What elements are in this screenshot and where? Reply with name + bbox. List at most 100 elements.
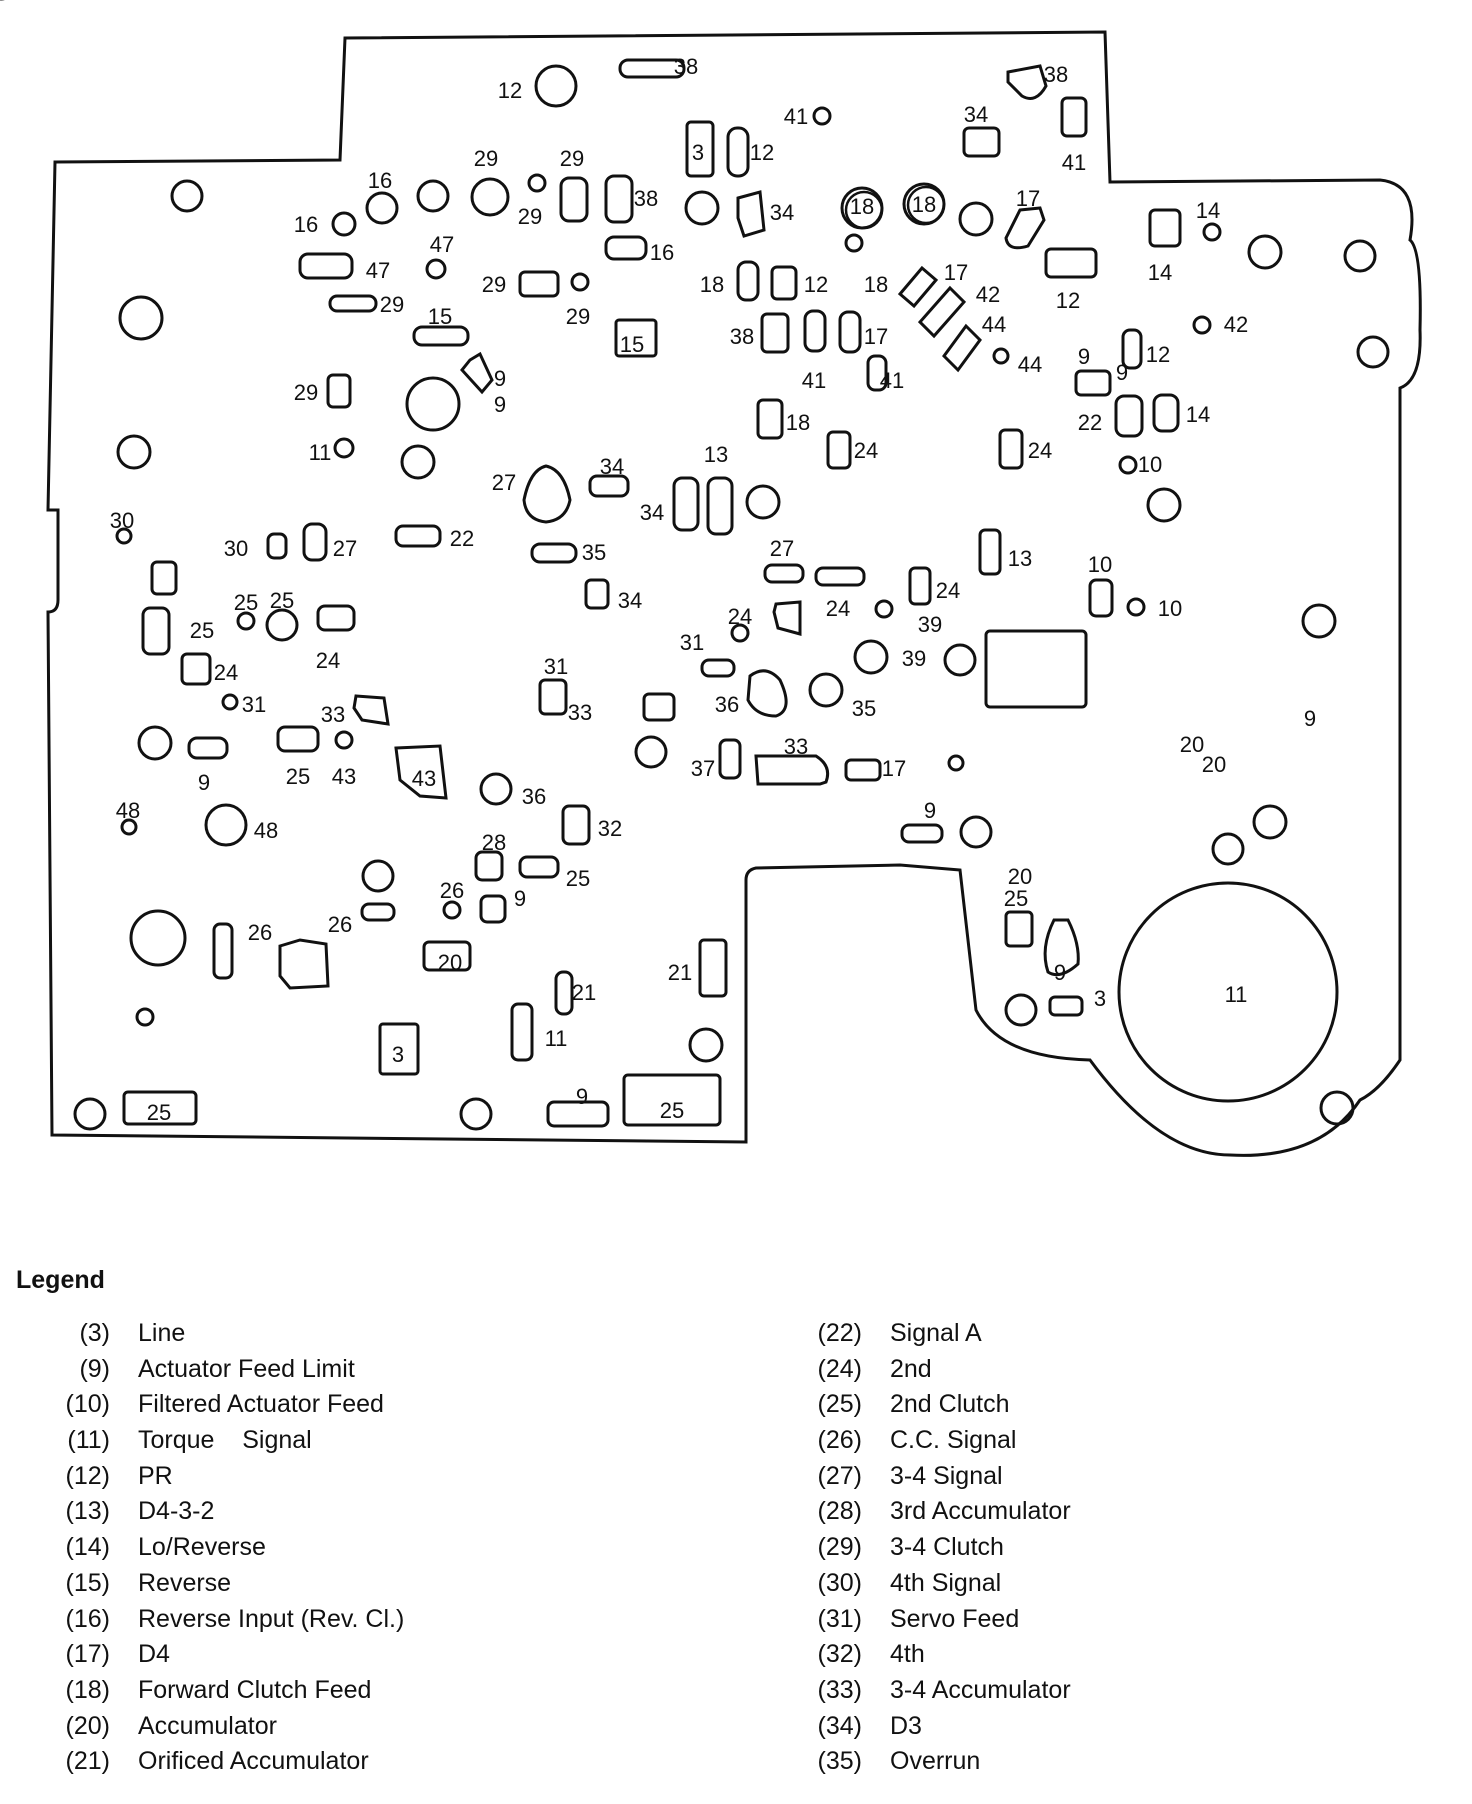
- port-circle: [1343, 239, 1377, 273]
- slot: [604, 174, 634, 224]
- legend-code: (17): [65, 1640, 110, 1669]
- callout-label: 25: [660, 1098, 684, 1123]
- legend-code: (26): [817, 1426, 862, 1455]
- port-circle: [73, 1097, 107, 1131]
- legend-code: (10): [65, 1390, 110, 1419]
- legend-item: (33) 3-4 Accumulator: [752, 1673, 1071, 1709]
- slot: [518, 270, 560, 298]
- slot: [559, 176, 589, 223]
- slot: [866, 354, 888, 392]
- legend-label: D4: [138, 1640, 170, 1669]
- legend-item: (25)2nd Clutch: [752, 1387, 1010, 1423]
- callout-label: 16: [368, 168, 392, 193]
- slot: [838, 310, 862, 354]
- legend-code: (22): [817, 1319, 862, 1347]
- callout-label: 47: [430, 232, 454, 257]
- port-circle: [331, 211, 357, 237]
- port-circle: [479, 772, 513, 806]
- legend-code: (35): [817, 1747, 862, 1776]
- callout-label: 29: [482, 272, 506, 297]
- legend-item: (29) 3-4 Clutch: [752, 1530, 1004, 1566]
- legend-left-column: (3)Line(9)Actuator Feed Limit(10)Filtere…: [0, 1316, 405, 1780]
- callout-label: 38: [1044, 62, 1068, 87]
- slot: [588, 474, 630, 498]
- legend-item: (32)4th: [752, 1637, 925, 1673]
- slot: [1004, 910, 1034, 948]
- port-circle: [1319, 1090, 1355, 1126]
- legend-item: (11)Torque Signal: [0, 1423, 311, 1459]
- port-circle: [634, 735, 668, 769]
- callout-label: 14: [1148, 260, 1172, 285]
- slot: [718, 738, 742, 780]
- slot: [1121, 328, 1143, 370]
- callout-label: 36: [715, 692, 739, 717]
- legend-code: (28): [817, 1497, 862, 1526]
- slot: [900, 823, 944, 844]
- callout-label: 24: [854, 438, 878, 463]
- callout-label: 35: [582, 540, 606, 565]
- callout-label: 38: [634, 186, 658, 211]
- port-circle: [221, 693, 239, 711]
- callout-label: 43: [332, 764, 356, 789]
- callout-label: 44: [982, 312, 1006, 337]
- slot: [604, 235, 648, 261]
- callout-label: 17: [882, 756, 906, 781]
- legend-label: Lo/Reverse: [138, 1533, 266, 1562]
- slot: [618, 58, 686, 79]
- port-circle: [361, 859, 395, 893]
- legend-label: Orificed Accumulator: [138, 1747, 369, 1776]
- port-circle: [808, 672, 844, 708]
- legend-code: (29): [817, 1533, 862, 1562]
- port-circle: [1356, 335, 1390, 369]
- legend-label: Forward Clutch Feed: [138, 1675, 372, 1704]
- slot: [122, 1090, 198, 1126]
- legend-item: (9)Actuator Feed Limit: [0, 1352, 354, 1388]
- port-circle: [527, 173, 547, 193]
- port-circle: [943, 643, 977, 677]
- callout-label: 13: [1008, 546, 1032, 571]
- legend-code: (30): [817, 1568, 862, 1597]
- angled-port: [1006, 64, 1048, 100]
- callout-label: 29: [380, 292, 404, 317]
- legend-title: Legend: [16, 1266, 105, 1294]
- legend-item: (34)D3: [752, 1709, 922, 1745]
- legend-item: (17) D4: [0, 1637, 170, 1673]
- port-circle: [812, 106, 832, 126]
- legend-label: 3-4 Accumulator: [890, 1675, 1071, 1704]
- legend-code: (14): [65, 1533, 110, 1562]
- slot: [978, 528, 1002, 576]
- port-circle: [416, 179, 450, 213]
- callout-label: 43: [412, 766, 436, 791]
- port-circle: [958, 201, 994, 237]
- callout-label: 33: [321, 702, 345, 727]
- legend-code: (33): [817, 1675, 862, 1704]
- slot: [726, 126, 750, 178]
- legend-item: (24)2nd: [752, 1352, 932, 1388]
- callout-label: 14: [1186, 402, 1210, 427]
- slot: [510, 1002, 534, 1062]
- legend-code: (3): [79, 1319, 110, 1347]
- slot: [814, 566, 866, 587]
- slot: [326, 373, 352, 409]
- callout-label: 9: [514, 886, 526, 911]
- callout-label: 25: [234, 590, 258, 615]
- accumulator-bore: [1117, 881, 1339, 1103]
- slot: [962, 126, 1001, 158]
- slot: [518, 855, 560, 879]
- callout-label: 25: [286, 764, 310, 789]
- legend-code: (15): [65, 1568, 110, 1597]
- port-circle: [1247, 234, 1283, 270]
- callout-label: 17: [864, 324, 888, 349]
- legend-label: 3rd Accumulator: [890, 1497, 1071, 1526]
- slot: [984, 629, 1088, 709]
- callout-label: 9: [494, 392, 506, 417]
- legend-label: Servo Feed: [890, 1604, 1020, 1633]
- callout-label: 20: [1180, 732, 1204, 757]
- port-circle: [1202, 222, 1222, 242]
- callout-label: 39: [902, 646, 926, 671]
- legend-item: (12)PR: [0, 1459, 173, 1495]
- callout-label: 20: [438, 950, 462, 975]
- legend-label: 3-4 Clutch: [890, 1533, 1004, 1562]
- slot: [760, 312, 790, 354]
